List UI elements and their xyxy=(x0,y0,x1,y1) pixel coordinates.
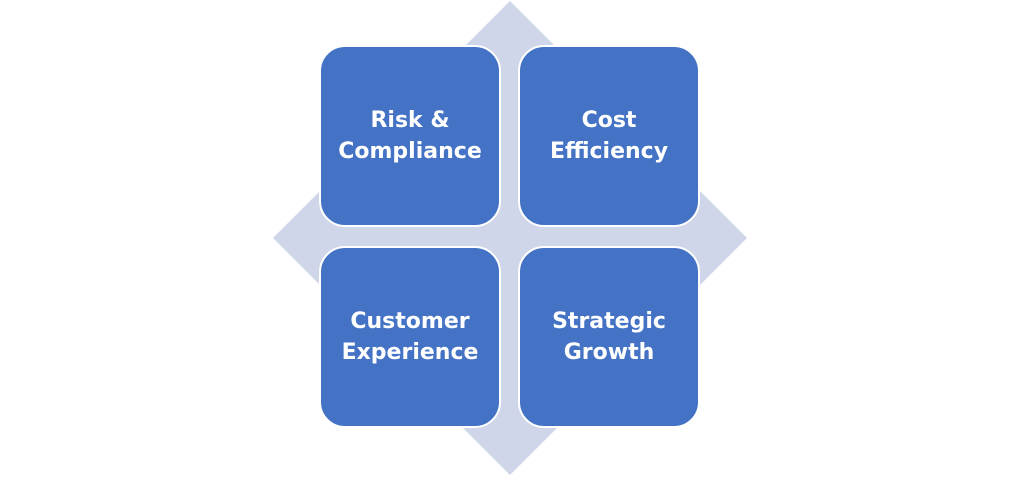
tile-customer-experience: Customer Experience xyxy=(319,246,501,428)
tile-cost-efficiency: Cost Efficiency xyxy=(518,45,700,227)
tile-label-customer-experience: Customer Experience xyxy=(341,309,479,365)
tile-label-cost-efficiency: Cost Efficiency xyxy=(549,108,669,164)
tile-strategic-growth: Strategic Growth xyxy=(518,246,700,428)
tile-risk-compliance: Risk & Compliance xyxy=(319,45,501,227)
tile-label-risk-compliance: Risk & Compliance xyxy=(338,108,482,164)
tile-label-strategic-growth: Strategic Growth xyxy=(552,309,666,365)
